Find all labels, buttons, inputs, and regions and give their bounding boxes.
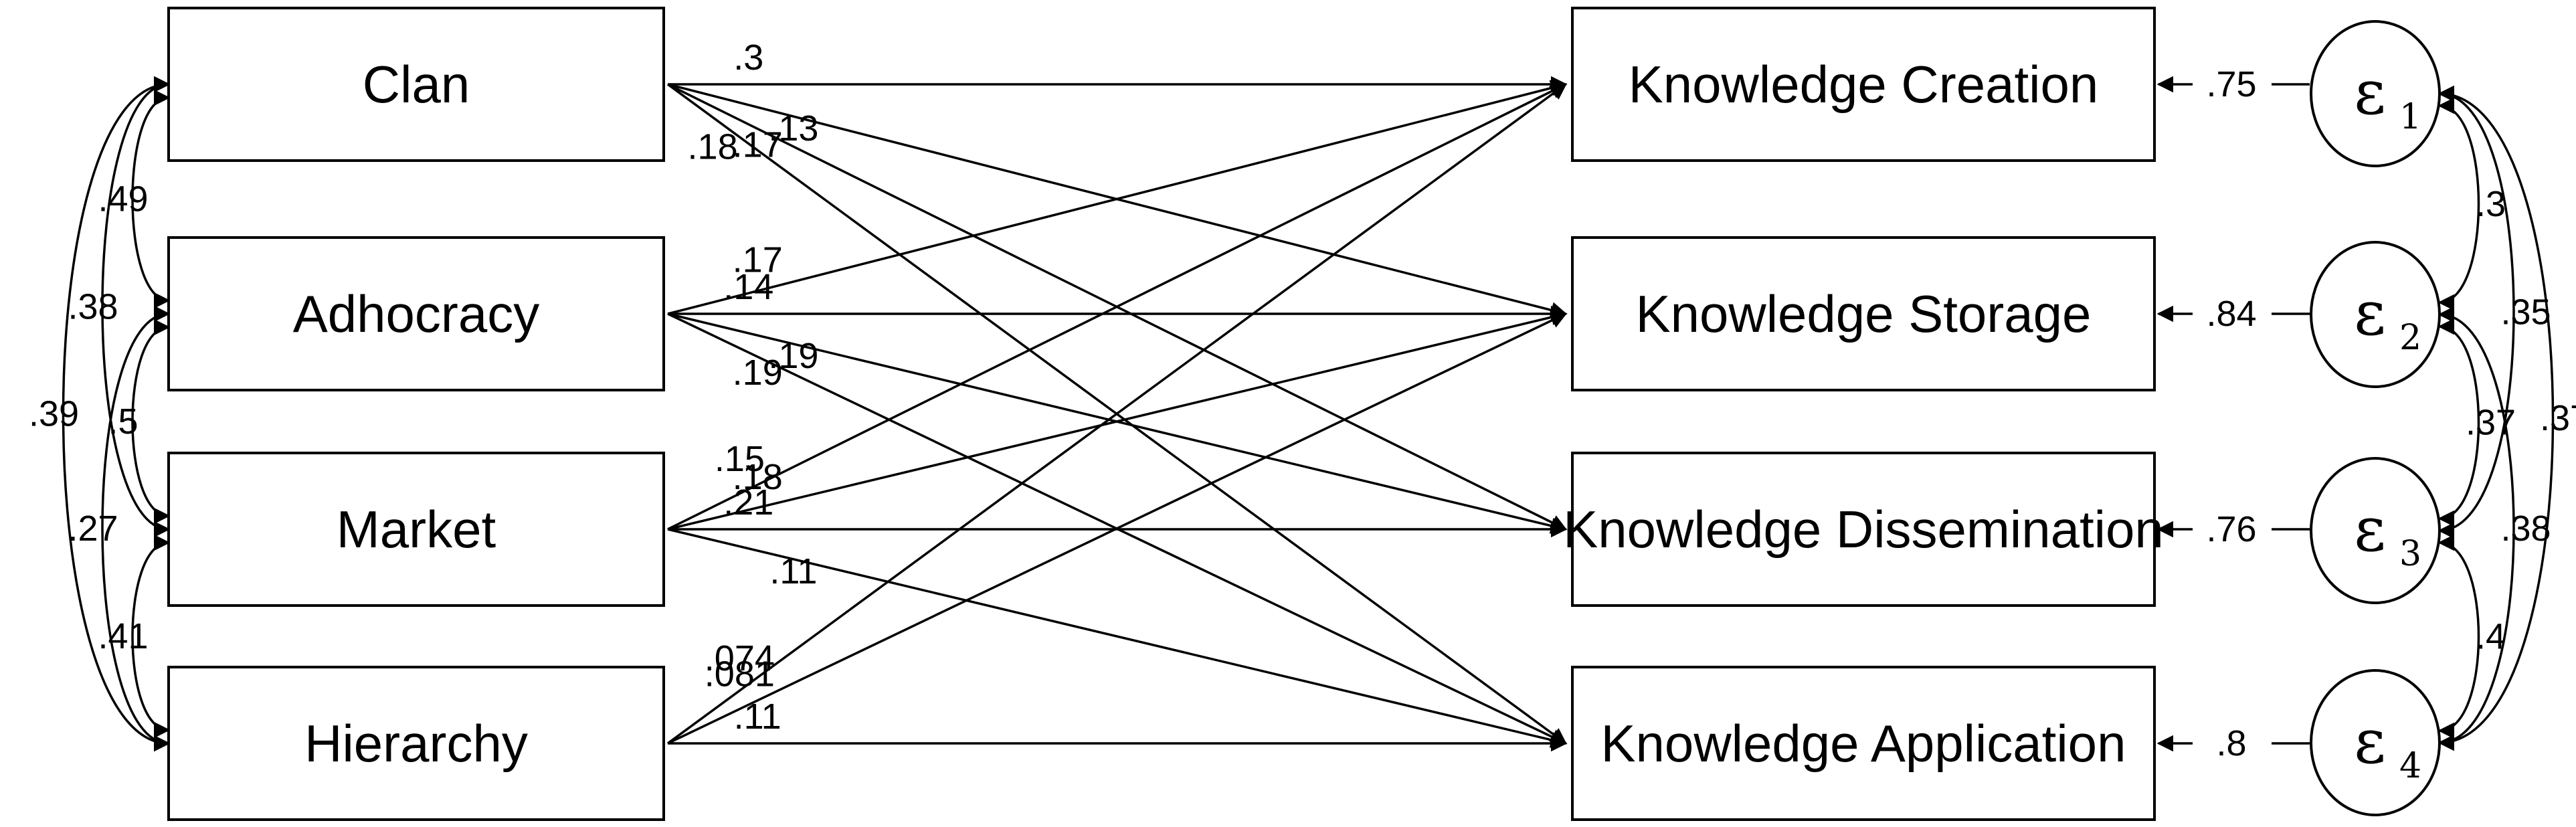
exogenous-box-adhocracy	[167, 236, 665, 391]
error-correlation-2	[2437, 85, 2555, 751]
exogenous-label-hierarchy: Hierarchy	[304, 714, 528, 773]
path-coef-9: .18	[733, 457, 783, 497]
path-arrow-4	[667, 80, 1568, 315]
path-coef-3: .18	[688, 126, 738, 167]
error-loading-gap-3	[2193, 505, 2272, 547]
path-arrow-13	[667, 312, 1568, 745]
endogenous-box-application	[1571, 666, 2156, 821]
error-circle-3	[2310, 457, 2441, 604]
error-circle-1	[2310, 20, 2441, 167]
error-correlation-label-1: .35	[2500, 292, 2551, 333]
error-loading-label-1: .75	[2206, 64, 2256, 104]
error-correlation-label-5: .4	[2476, 617, 2506, 657]
endogenous-label-storage: Knowledge Storage	[1636, 284, 2092, 343]
exogenous-box-clan	[167, 7, 665, 162]
error-loading-label-4: .8	[2216, 723, 2246, 763]
error-correlation-5	[2437, 534, 2480, 739]
path-coef-10: .21	[723, 482, 773, 523]
path-coef-7: .19	[733, 353, 783, 393]
endogenous-box-dissemination	[1571, 452, 2156, 607]
error-circle-2	[2310, 241, 2441, 388]
error-correlation-0	[2437, 97, 2480, 311]
path-coef-12: .074	[705, 638, 775, 678]
error-loading-gap-4	[2193, 719, 2272, 761]
exogenous-correlation-label-2: .39	[29, 394, 79, 434]
endogenous-label-dissemination: Knowledge Dissemination	[1563, 500, 2164, 559]
error-symbol-4: ε	[2354, 706, 2386, 777]
error-correlation-1	[2437, 85, 2515, 539]
exogenous-correlation-5	[131, 534, 171, 739]
endogenous-box-storage	[1571, 236, 2156, 391]
path-arrow-11	[667, 528, 1568, 748]
endogenous-label-creation: Knowledge Creation	[1629, 55, 2098, 114]
path-coef-4: .17	[733, 240, 783, 280]
error-correlation-4	[2437, 306, 2515, 751]
exogenous-box-hierarchy	[167, 666, 665, 821]
endogenous-box-creation	[1571, 7, 2156, 162]
path-arrow-9	[667, 309, 1568, 531]
exogenous-correlation-2	[62, 76, 171, 752]
error-symbol-1: ε	[2354, 57, 2386, 128]
error-loading-gap-2	[2193, 290, 2272, 331]
exogenous-correlation-3	[131, 318, 171, 525]
exogenous-box-market	[167, 452, 665, 607]
exogenous-correlation-label-3: .5	[108, 401, 138, 442]
exogenous-label-market: Market	[337, 500, 496, 559]
path-arrow-8	[667, 83, 1568, 531]
error-subscript-4: 4	[2399, 746, 2421, 786]
error-loading-label-2: .84	[2206, 294, 2256, 334]
error-circle-4	[2310, 669, 2441, 816]
error-subscript-2: 2	[2399, 318, 2421, 358]
error-loading-label-3: .76	[2206, 509, 2256, 549]
path-coef-13: .081	[705, 654, 775, 695]
exogenous-correlation-0	[131, 89, 171, 309]
exogenous-correlation-label-0: .49	[98, 179, 148, 219]
exogenous-correlation-label-4: .27	[68, 509, 118, 549]
path-coef-11: .11	[769, 551, 817, 591]
exogenous-correlation-label-1: .38	[68, 287, 118, 327]
path-coef-8: .15	[715, 439, 765, 479]
error-subscript-1: 1	[2399, 97, 2421, 137]
path-coef-5: .14	[723, 267, 773, 307]
error-loading-gap-1	[2193, 60, 2272, 102]
path-coef-6: .19	[768, 336, 818, 376]
error-correlation-label-3: .37	[2466, 403, 2516, 443]
exogenous-correlation-4	[101, 305, 171, 752]
path-arrow-12	[666, 83, 1567, 745]
exogenous-label-clan: Clan	[363, 55, 470, 114]
error-subscript-3: 3	[2399, 534, 2421, 574]
error-correlation-3	[2437, 318, 2480, 527]
exogenous-label-adhocracy: Adhocracy	[293, 284, 540, 343]
path-coef-0: .3	[733, 37, 763, 78]
path-coef-1: .13	[768, 108, 818, 149]
path-coef-14: .11	[734, 697, 781, 737]
error-symbol-2: ε	[2354, 278, 2386, 349]
error-symbol-3: ε	[2354, 494, 2386, 565]
endogenous-label-application: Knowledge Application	[1601, 714, 2126, 773]
exogenous-correlation-label-5: .41	[98, 616, 148, 656]
error-correlation-label-4: .38	[2500, 509, 2551, 549]
exogenous-correlation-1	[101, 76, 171, 538]
path-coef-2: .17	[733, 125, 783, 165]
error-correlation-label-0: .3	[2476, 184, 2506, 224]
error-correlation-label-2: .37	[2540, 398, 2576, 438]
